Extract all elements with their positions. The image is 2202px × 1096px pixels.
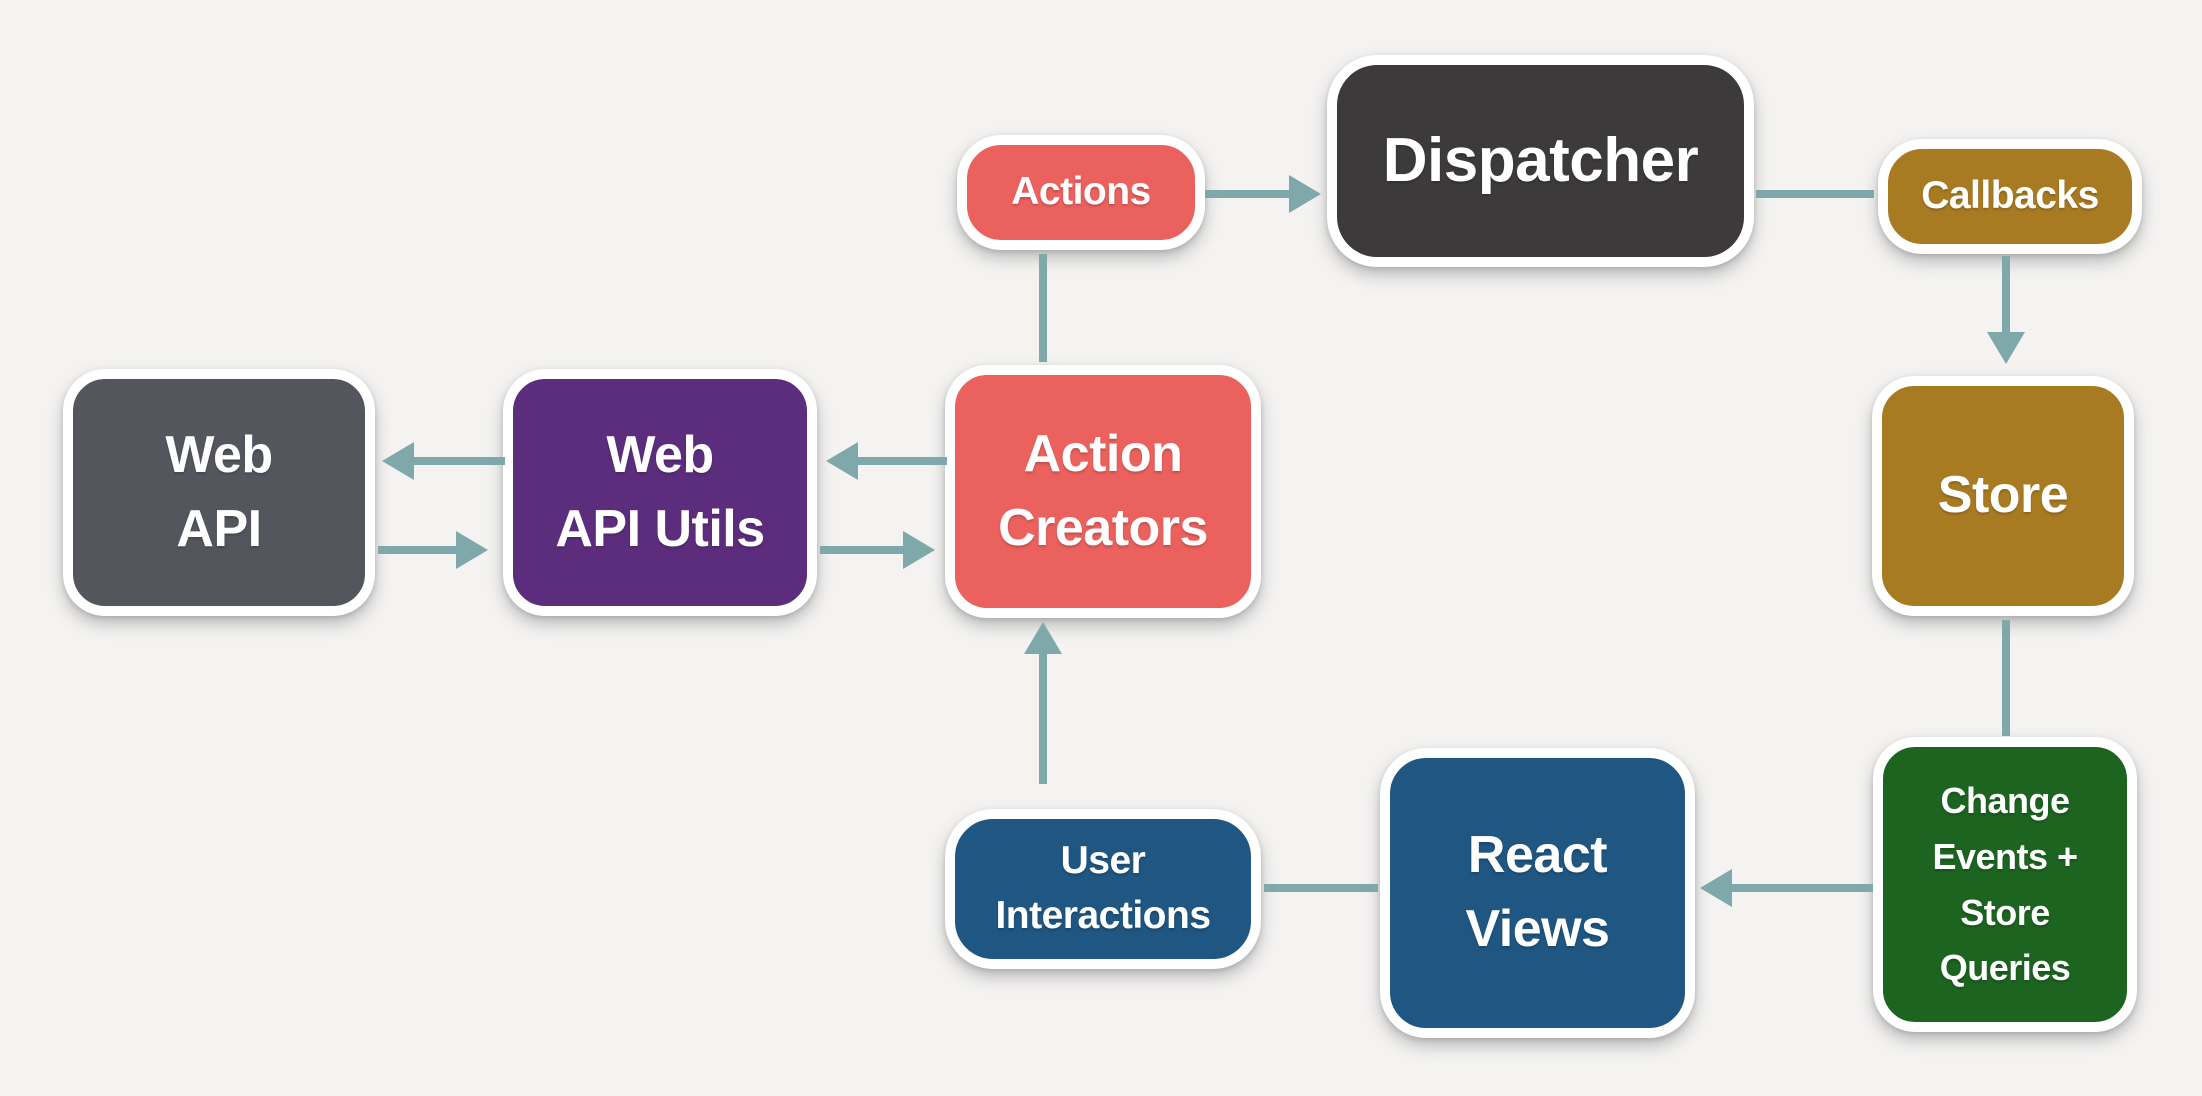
arrowhead-right-icon — [456, 531, 488, 569]
arrowhead-left-icon — [382, 442, 414, 480]
node-callbacks: Callbacks — [1878, 139, 2142, 254]
node-change-events: Change Events + Store Queries — [1873, 737, 2137, 1032]
arrowhead-right-icon — [1289, 175, 1321, 213]
node-store: Store — [1872, 376, 2134, 616]
node-label: Action Creators — [998, 424, 1208, 557]
edge-web-api-utils-to-web-api — [412, 457, 505, 465]
node-label: Web API Utils — [555, 425, 765, 558]
node-actions: Actions — [957, 135, 1205, 250]
node-label: React Views — [1465, 826, 1610, 958]
arrowhead-down-icon — [1987, 332, 2025, 364]
node-label: Change Events + Store Queries — [1932, 779, 2078, 989]
edge-callbacks-to-store — [2002, 256, 2010, 334]
edge-web-api-utils-to-action-creators — [820, 546, 905, 554]
node-label: Web API — [165, 425, 273, 558]
edge-web-api-to-web-api-utils — [378, 546, 458, 554]
edge-user-interactions-to-action-creators — [1039, 652, 1047, 784]
node-web-api-utils: Web API Utils — [503, 369, 817, 616]
edge-action-creators-to-web-api-utils — [856, 457, 947, 465]
edge-dispatcher-to-callbacks — [1756, 190, 1874, 198]
node-react-views: React Views — [1380, 748, 1695, 1038]
node-action-creators: Action Creators — [945, 365, 1261, 618]
node-label: Dispatcher — [1382, 125, 1699, 195]
arrowhead-up-icon — [1024, 622, 1062, 654]
edge-change-events-to-react-views — [1730, 884, 1873, 892]
edge-actions-to-dispatcher — [1205, 190, 1291, 198]
node-label: Store — [1937, 466, 2069, 525]
arrowhead-left-icon — [826, 442, 858, 480]
arrowhead-right-icon — [903, 531, 935, 569]
edge-react-views-to-user-interactions — [1264, 884, 1378, 892]
node-dispatcher: Dispatcher — [1327, 55, 1754, 267]
node-label: User Interactions — [995, 839, 1211, 937]
node-label: Callbacks — [1921, 174, 2099, 218]
node-label: Actions — [1011, 170, 1151, 214]
edge-action-creators-to-actions — [1039, 254, 1047, 362]
node-user-interactions: User Interactions — [945, 809, 1261, 969]
arrowhead-left-icon — [1700, 869, 1732, 907]
edge-store-to-change-events — [2002, 620, 2010, 736]
node-web-api: Web API — [63, 369, 375, 616]
